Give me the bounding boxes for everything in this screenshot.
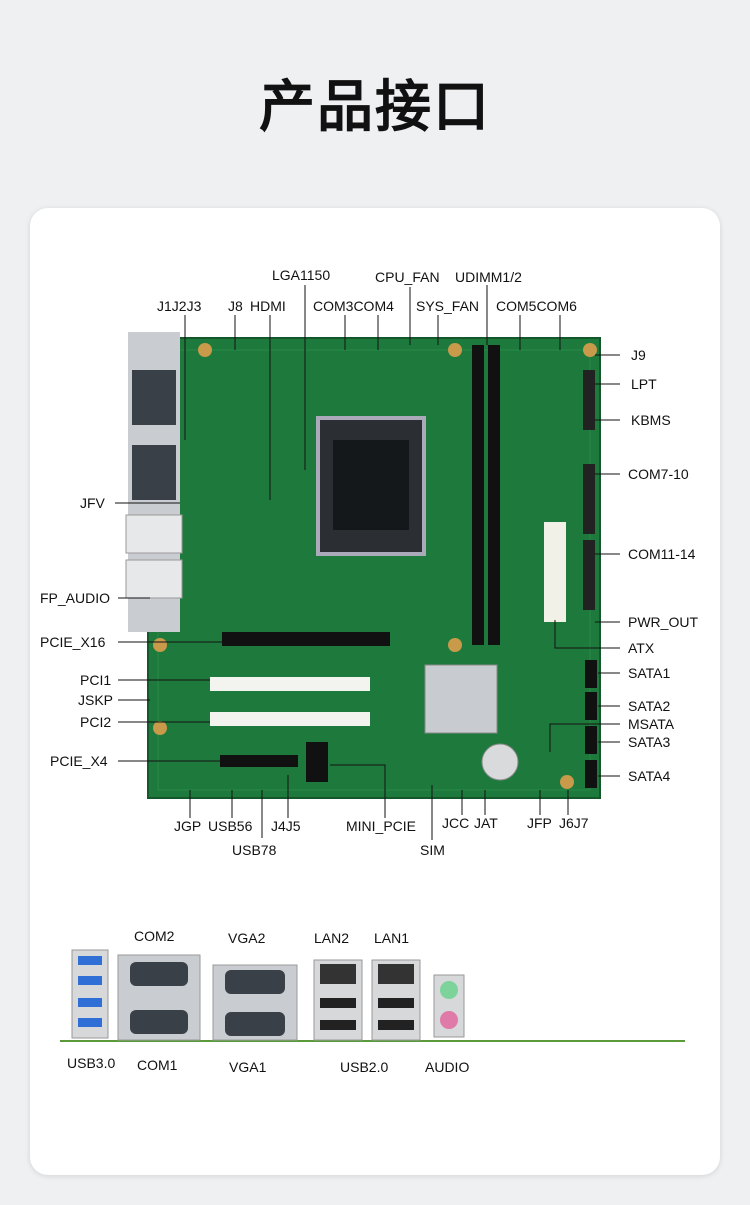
label-sata1: SATA1 bbox=[628, 665, 671, 681]
io-com-stack bbox=[117, 954, 201, 1041]
label-pwr-out: PWR_OUT bbox=[628, 614, 698, 630]
header-com11-14 bbox=[583, 540, 595, 610]
label-sata4: SATA4 bbox=[628, 768, 671, 784]
label-com5com6: COM5COM6 bbox=[496, 298, 577, 314]
mount-hole bbox=[560, 775, 574, 789]
sata1-connector bbox=[585, 660, 597, 688]
label-lan2: LAN2 bbox=[314, 930, 350, 946]
label-pci2: PCI2 bbox=[80, 714, 112, 730]
label-vga2: VGA2 bbox=[228, 930, 266, 946]
label-sata3: SATA3 bbox=[628, 734, 671, 750]
io-vga-lower bbox=[132, 445, 176, 500]
label-com2: COM2 bbox=[134, 928, 175, 944]
mini-pcie-slot bbox=[306, 742, 328, 782]
label-pcie-x4: PCIE_X4 bbox=[50, 753, 108, 769]
label-lan1: LAN1 bbox=[374, 930, 410, 946]
label-udimm: UDIMM1/2 bbox=[455, 269, 522, 285]
label-fp-audio: FP_AUDIO bbox=[40, 590, 111, 606]
leader-lines bbox=[115, 285, 620, 840]
mount-hole bbox=[153, 638, 167, 652]
io-lan-lower bbox=[125, 559, 183, 599]
label-kbms: KBMS bbox=[631, 412, 671, 428]
mount-hole bbox=[583, 343, 597, 357]
label-usb20: USB2.0 bbox=[340, 1059, 389, 1075]
label-atx: ATX bbox=[628, 640, 655, 656]
sata4-connector bbox=[585, 760, 597, 788]
label-j9: J9 bbox=[631, 347, 646, 363]
sata3-connector bbox=[585, 726, 597, 754]
mount-hole bbox=[448, 638, 462, 652]
io-vga-upper bbox=[132, 370, 176, 425]
label-com3com4: COM3COM4 bbox=[313, 298, 394, 314]
label-jat: JAT bbox=[474, 815, 498, 831]
chipset-heatsink bbox=[424, 664, 498, 734]
cpu-socket-center bbox=[333, 440, 409, 530]
dimm-slot-1 bbox=[472, 345, 484, 645]
label-jcc: JCC bbox=[442, 815, 470, 831]
label-jskp: JSKP bbox=[78, 692, 114, 708]
pci1-slot bbox=[210, 677, 370, 691]
dimm-slot-2 bbox=[488, 345, 500, 645]
label-vga1: VGA1 bbox=[229, 1059, 267, 1075]
label-lpt: LPT bbox=[631, 376, 657, 392]
label-j8: J8 bbox=[228, 298, 243, 314]
label-pci1: PCI1 bbox=[80, 672, 112, 688]
label-hdmi: HDMI bbox=[250, 298, 286, 314]
label-usb78: USB78 bbox=[232, 842, 277, 858]
io-lan2-usb-stack bbox=[313, 959, 363, 1041]
io-vga-stack bbox=[212, 964, 298, 1041]
label-j1j2j3: J1J2J3 bbox=[157, 298, 202, 314]
label-com7-10: COM7-10 bbox=[628, 466, 689, 482]
sata2-connector bbox=[585, 692, 597, 720]
cmos-battery bbox=[481, 743, 519, 781]
atx-connector bbox=[544, 522, 566, 622]
label-msata: MSATA bbox=[628, 716, 675, 732]
label-usb56: USB56 bbox=[208, 818, 253, 834]
pci2-slot bbox=[210, 712, 370, 726]
label-pcie-x16: PCIE_X16 bbox=[40, 634, 106, 650]
label-jfp: JFP bbox=[527, 815, 552, 831]
label-jgp: JGP bbox=[174, 818, 202, 834]
mount-hole bbox=[198, 343, 212, 357]
io-usb3-stack bbox=[71, 949, 109, 1039]
label-cpu-fan: CPU_FAN bbox=[375, 269, 440, 285]
io-audio-stack bbox=[433, 974, 465, 1038]
io-lan-upper bbox=[125, 514, 183, 554]
motherboard-pcb bbox=[147, 337, 601, 799]
label-sim: SIM bbox=[420, 842, 445, 858]
pcie-x16-slot bbox=[222, 632, 390, 646]
io-lan1-usb-stack bbox=[371, 959, 421, 1041]
page-title: 产品接口 bbox=[259, 75, 491, 140]
label-usb30: USB3.0 bbox=[67, 1055, 116, 1071]
label-com1: COM1 bbox=[137, 1057, 178, 1073]
label-j6j7: J6J7 bbox=[559, 815, 589, 831]
label-jfv: JFV bbox=[80, 495, 105, 511]
label-sys-fan: SYS_FAN bbox=[416, 298, 480, 314]
label-audio: AUDIO bbox=[425, 1059, 470, 1075]
mount-hole bbox=[153, 721, 167, 735]
header-com7-10 bbox=[583, 464, 595, 534]
label-mini-pcie: MINI_PCIE bbox=[346, 818, 417, 834]
label-sata2: SATA2 bbox=[628, 698, 671, 714]
label-com11-14: COM11-14 bbox=[628, 546, 696, 562]
label-j4j5: J4J5 bbox=[271, 818, 301, 834]
label-lga1150: LGA1150 bbox=[272, 267, 331, 283]
pcie-x4-slot bbox=[220, 755, 298, 767]
header-lpt bbox=[583, 370, 595, 430]
mount-hole bbox=[448, 343, 462, 357]
